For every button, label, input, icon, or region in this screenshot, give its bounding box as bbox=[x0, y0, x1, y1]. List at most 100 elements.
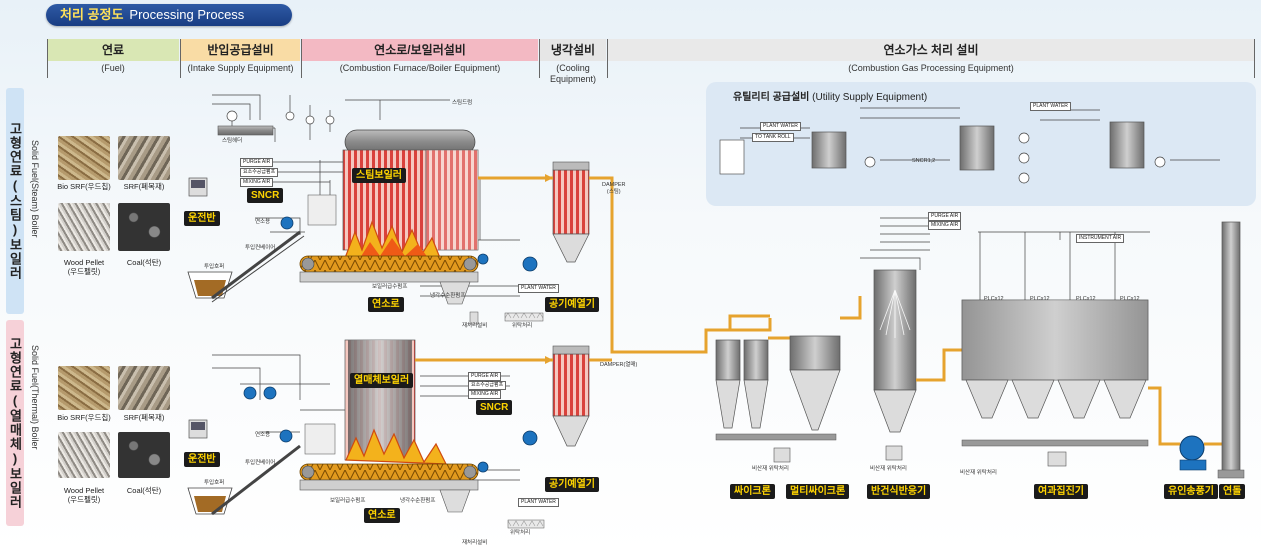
boiler-water-pump-label: 보일러급수펌프 bbox=[330, 498, 366, 504]
pulse-label: PLCx12 bbox=[1120, 296, 1140, 302]
fly-ash-label: 비산재 위탁처리 bbox=[752, 466, 789, 472]
id-fan-label: 유인송풍기 bbox=[1164, 484, 1218, 499]
row-label-steam: 고형연료(스팀)보일러 bbox=[6, 88, 24, 314]
mixing-air-label: MIXING AIR bbox=[928, 221, 962, 230]
instrument-air-label: INSTRUMENT AIR bbox=[1076, 234, 1125, 243]
ash-removal-label: 재처리설비 bbox=[462, 323, 488, 329]
fly-ash-label: 비산재 위탁처리 bbox=[870, 466, 907, 472]
title-en: Processing Process bbox=[129, 7, 245, 22]
fly-ash-label: 비산재 위탁처리 bbox=[960, 470, 997, 476]
header-gas-en: (Combustion Gas Processing Equipment) bbox=[848, 63, 1014, 73]
srf-caption: SRF(폐목재) bbox=[123, 182, 165, 191]
header-intake: 반입공급설비 bbox=[181, 39, 300, 61]
steam-boiler-label: 스팀보일러 bbox=[352, 168, 406, 183]
srf-image bbox=[118, 136, 170, 180]
divider bbox=[1254, 39, 1255, 78]
pulse-label: PLCx12 bbox=[1030, 296, 1050, 302]
divider bbox=[47, 39, 48, 78]
header-furnace-en: (Combustion Furnace/Boiler Equipment) bbox=[339, 63, 501, 73]
utility-title-en: (Utility Supply Equipment) bbox=[812, 92, 928, 103]
furnace-label-1: 연소로 bbox=[368, 297, 404, 312]
pulse-label: PLCx12 bbox=[1076, 296, 1096, 302]
plant-water-utility-label: PLANT WATER bbox=[760, 122, 801, 131]
header-gas: 연소가스 처리 설비 bbox=[608, 39, 1254, 61]
pulse-label: PLCx12 bbox=[984, 296, 1004, 302]
coal-caption: Coal(석탄) bbox=[126, 486, 162, 495]
multi-cyclone-label: 멀티싸이크론 bbox=[786, 484, 850, 499]
damper-label-2: DAMPER(열매) bbox=[600, 362, 638, 368]
divider bbox=[539, 39, 540, 78]
purge-air-label: PURGE AIR bbox=[468, 372, 502, 381]
operator-panel-label-2: 운전반 bbox=[184, 452, 220, 467]
mixing-air-label: MIXING AIR bbox=[468, 390, 502, 399]
damper-label-1: DAMPER (스팀) bbox=[602, 182, 626, 195]
cyclone-label: 싸이크론 bbox=[730, 484, 775, 499]
divider bbox=[607, 39, 608, 78]
bio-srf-image bbox=[58, 136, 110, 180]
urea-pump-label: 요소수공급펌프 bbox=[468, 381, 507, 390]
wood-pellet-caption: Wood Pellet (우드펠릿) bbox=[63, 486, 105, 504]
fuel-supply-label: 연소용 bbox=[255, 219, 271, 225]
mixing-air-label: MIXING AIR bbox=[240, 178, 274, 187]
header-fuel-en: (Fuel) bbox=[101, 63, 125, 73]
bio-srf-image bbox=[58, 366, 110, 410]
cooling-pump-label: 냉각수순환펌프 bbox=[400, 498, 436, 504]
sncr-label-2: SNCR bbox=[476, 400, 513, 415]
stack-label: 연돌 bbox=[1219, 484, 1246, 499]
coal-image bbox=[118, 203, 170, 251]
steam-drum-label: 스팀드럼 bbox=[452, 100, 473, 106]
row-label-thermal-en: Solid Fuel(Thermal) Boiler bbox=[30, 345, 40, 450]
wood-pellet-image bbox=[58, 432, 110, 478]
row-label-steam-ko: 고형연료(스팀)보일러 bbox=[7, 122, 23, 280]
row-label-steam-en: Solid Fuel(Steam) Boiler bbox=[30, 140, 40, 238]
sncr-label-1: SNCR bbox=[247, 188, 284, 203]
header-cooling-en: (Cooling Equipment) bbox=[549, 63, 597, 84]
wood-pellet-image bbox=[58, 203, 110, 251]
sncr-utility-label: SNCR1,2 bbox=[912, 158, 936, 164]
plant-water-label-2: PLANT WATER bbox=[518, 498, 559, 507]
srf-image bbox=[118, 366, 170, 410]
plant-water-utility-label: PLANT WATER bbox=[1030, 102, 1071, 111]
utility-title: 유틸리티 공급설비 (Utility Supply Equipment) bbox=[733, 88, 927, 103]
air-preheater-label-1: 공기예열기 bbox=[545, 297, 599, 312]
row-label-thermal: 고형연료(열매체)보일러 bbox=[6, 320, 24, 526]
purge-air-label: PURGE AIR bbox=[928, 212, 962, 221]
to-tank-roll-label: TO TANK ROLL bbox=[752, 133, 794, 142]
header-furnace: 연소로/보일러설비 bbox=[302, 39, 538, 61]
header-intake-en: (Intake Supply Equipment) bbox=[187, 63, 294, 73]
operator-panel-label-1: 운전반 bbox=[184, 211, 220, 226]
semi-dry-reactor-label: 반건식반응기 bbox=[867, 484, 931, 499]
srf-caption: SRF(폐목재) bbox=[123, 413, 165, 422]
wood-pellet-caption: Wood Pellet (우드펠릿) bbox=[63, 258, 105, 276]
divider bbox=[301, 39, 302, 78]
fuel-conveyor-label: 투입컨베이어 bbox=[245, 460, 276, 466]
divider bbox=[180, 39, 181, 78]
bio-srf-caption: Bio SRF(우드칩) bbox=[57, 182, 111, 191]
ash-removal-label: 재처리설비 bbox=[462, 540, 488, 546]
page-title: 처리 공정도 Processing Process bbox=[46, 4, 292, 26]
hopper-label: 투입호퍼 bbox=[204, 264, 225, 270]
header-fuel: 연료 bbox=[47, 39, 179, 61]
air-preheater-label-2: 공기예열기 bbox=[545, 477, 599, 492]
hopper-label: 투입호퍼 bbox=[204, 480, 225, 486]
row-label-thermal-ko: 고형연료(열매체)보일러 bbox=[7, 337, 23, 509]
coal-caption: Coal(석탄) bbox=[126, 258, 162, 267]
ash-treatment-label: 위탁처리 bbox=[510, 530, 531, 536]
bio-srf-caption: Bio SRF(우드칩) bbox=[57, 413, 111, 422]
bag-filter-label: 여과집진기 bbox=[1034, 484, 1088, 499]
utility-title-ko: 유틸리티 공급설비 bbox=[733, 92, 810, 103]
plant-water-label-1: PLANT WATER bbox=[518, 284, 559, 293]
fuel-conveyor-label: 투입컨베이어 bbox=[245, 245, 276, 251]
steam-header-label: 스팀헤더 bbox=[222, 138, 243, 144]
ash-treatment-label: 위탁처리 bbox=[512, 323, 533, 329]
purge-air-label: PURGE AIR bbox=[240, 158, 274, 167]
title-ko: 처리 공정도 bbox=[60, 7, 124, 22]
fuel-supply-label: 연소용 bbox=[255, 432, 271, 438]
urea-pump-label: 요소수공급펌프 bbox=[240, 168, 279, 177]
thermal-boiler-label: 열매체보일러 bbox=[350, 373, 414, 388]
furnace-label-2: 연소로 bbox=[364, 508, 400, 523]
cooling-pump-label: 냉각수순환펌프 bbox=[430, 293, 466, 299]
boiler-water-pump-label: 보일러급수펌프 bbox=[372, 284, 408, 290]
coal-image bbox=[118, 432, 170, 478]
